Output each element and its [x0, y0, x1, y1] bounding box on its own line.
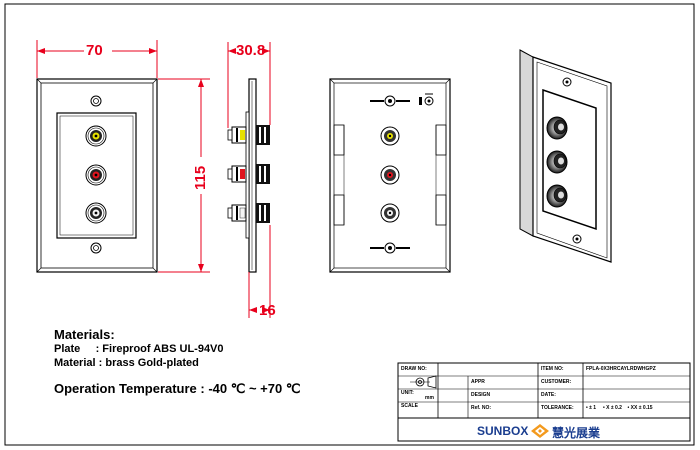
tolerance-values: • ± 1 • X ± 0.2 • XX ± 0.15 — [586, 405, 653, 411]
plate-material-note: Plate : Fireproof ABS UL-94V0 — [54, 343, 224, 355]
depth-dimension — [227, 42, 271, 128]
brand-name: SUNBOX — [477, 424, 529, 438]
sunbox-logo-icon — [531, 424, 549, 438]
rear-jack-1-icon — [380, 126, 400, 146]
rear-bottom-screw-icon — [370, 242, 410, 254]
connector-material-note: Material : brass Gold-plated — [54, 357, 199, 369]
materials-heading: Materials: — [54, 327, 115, 342]
tolerance-label: TOLERANCE: — [541, 405, 574, 411]
width-dimension — [36, 40, 158, 78]
item-no-label: ITEM NO: — [541, 366, 564, 372]
operation-temperature-note: Operation Temperature : -40 ℃ ~ +70 ℃ — [54, 381, 301, 396]
rca-jack-red-icon — [85, 164, 107, 186]
title-block — [397, 362, 691, 442]
depth-dimension-label: 30.8 — [236, 42, 266, 59]
width-dimension-label: 70 — [86, 42, 103, 59]
draw-no-label: DRAW NO: — [401, 366, 427, 372]
side-connector-1 — [227, 125, 270, 145]
unit-value: mm — [425, 395, 434, 401]
side-connector-2 — [227, 164, 270, 184]
height-dimension-label: 115 — [192, 165, 209, 190]
height-dimension — [158, 78, 210, 273]
bottom-screw-icon — [90, 242, 102, 254]
ref-no-label: Ref. NO: — [471, 405, 491, 411]
iso-jack-3-icon — [546, 184, 568, 208]
design-label: DESIGN — [471, 392, 491, 398]
item-no-value: FPLA-0X3HRCAYLRDWHGPZ — [586, 366, 656, 372]
front-plate-bevel — [40, 82, 154, 269]
sheet-border — [4, 3, 695, 446]
date-label: DATE: — [541, 392, 556, 398]
unit-label: UNIT: — [401, 390, 414, 396]
iso-jack-1-icon — [546, 116, 568, 140]
side-connector-3 — [227, 203, 270, 223]
front-view — [36, 78, 158, 273]
front-insert-frame — [56, 112, 137, 239]
scale-label: SCALE — [401, 403, 418, 409]
plate-depth-dimension — [248, 225, 271, 318]
appr-label: APPR — [471, 379, 485, 385]
rear-jack-3-icon — [380, 203, 400, 223]
rear-view — [329, 78, 451, 273]
iso-jack-2-icon — [546, 150, 568, 174]
rear-jack-2-icon — [380, 165, 400, 185]
brand-chinese-name: 慧光展業 — [552, 426, 601, 440]
plate-depth-dimension-label: 16 — [259, 302, 276, 319]
customer-label: CUSTOMER: — [541, 379, 572, 385]
rca-jack-yellow-icon — [85, 125, 107, 147]
rca-jack-white-icon — [85, 202, 107, 224]
isometric-view — [519, 49, 612, 263]
side-plate-outline — [248, 78, 257, 273]
top-screw-icon — [90, 95, 102, 107]
side-view — [227, 78, 270, 273]
rear-top-screw-icon — [370, 93, 434, 107]
